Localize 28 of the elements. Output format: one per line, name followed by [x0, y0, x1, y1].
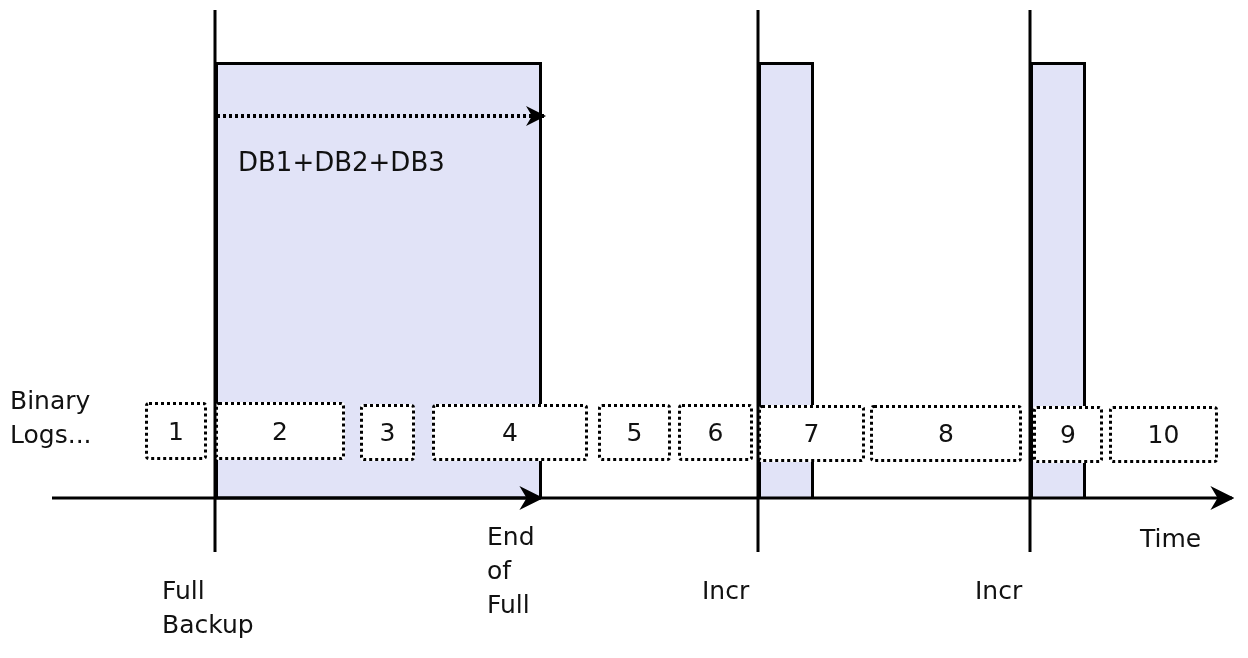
log-number: 8: [938, 419, 954, 448]
binary-log-box: [758, 405, 865, 462]
time-marker-label: Full Backup: [162, 575, 255, 641]
time-marker-label: Incr: [975, 575, 1024, 607]
database-list: DB1+DB2+DB3: [238, 147, 445, 177]
binary-log-box: [432, 404, 588, 461]
log-number: 6: [707, 418, 724, 447]
time-marker-label: Incr: [702, 575, 751, 607]
log-number: 5: [626, 418, 643, 447]
axis-label: Binary Logs...: [10, 385, 93, 451]
binary-log-box: [1109, 406, 1218, 463]
binary-log-box: [598, 404, 671, 461]
log-number: 4: [502, 418, 518, 447]
binary-log-box: [215, 402, 345, 460]
binary-log-box: [1033, 406, 1103, 463]
backup-period-bar: [215, 62, 542, 498]
binary-log-box: [870, 405, 1022, 462]
binary-log-box: [145, 402, 207, 460]
log-number: 2: [272, 416, 288, 446]
axis-label: Time: [1140, 523, 1203, 555]
log-number: 1: [168, 416, 184, 446]
log-number: 10: [1147, 420, 1180, 449]
log-number: 7: [803, 419, 820, 448]
binary-log-box: [678, 404, 753, 461]
binary-log-box: [360, 404, 415, 461]
time-marker-label: End of Full: [487, 521, 536, 621]
log-number: 9: [1060, 420, 1076, 449]
log-number: 3: [379, 418, 396, 447]
